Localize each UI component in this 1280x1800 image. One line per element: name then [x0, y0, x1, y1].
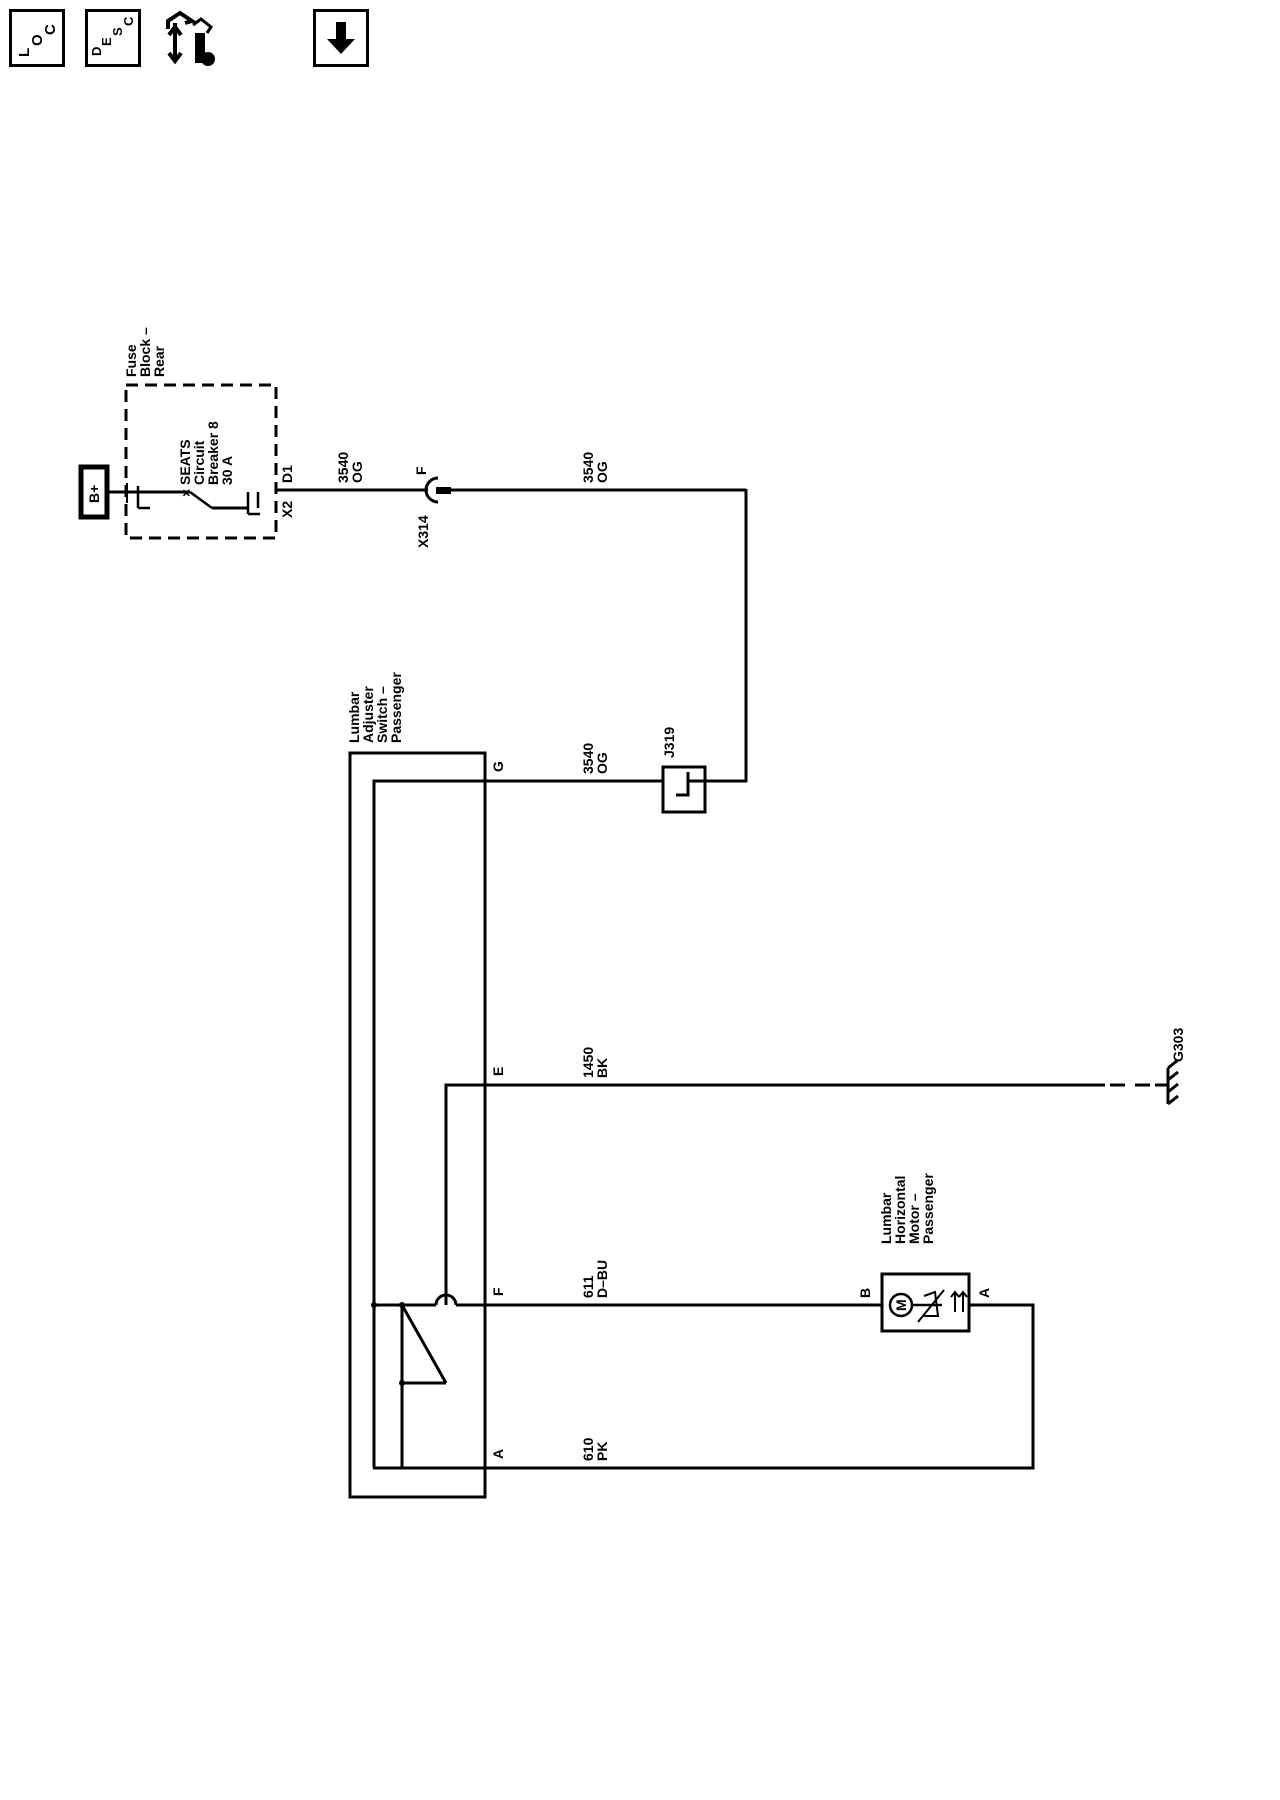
wire-1450-circuit: 1450 [580, 1047, 596, 1078]
fuse-pin-d1: D1 [279, 465, 295, 483]
arrow-down-icon[interactable] [313, 9, 369, 67]
splice-name: J319 [661, 727, 677, 758]
wire-3540-a-circuit: 3540 [335, 452, 351, 483]
wire-3540-a-color: OG [349, 461, 365, 483]
power-label: B+ [86, 485, 102, 503]
breaker-label-3: Breaker 8 [205, 421, 221, 485]
wire-3540-c-circuit: 3540 [580, 743, 596, 774]
wire-1450-color: BK [594, 1058, 610, 1078]
wire-610-color: PK [594, 1442, 610, 1461]
fuse-block: Fuse Block – Rear × SEATS Circuit Breake… [107, 327, 295, 540]
fuse-block-title-1: Fuse [123, 344, 139, 377]
wire-610 [485, 1303, 1035, 1470]
motor-symbol: M [893, 1299, 909, 1311]
breaker-label-2: Circuit [191, 440, 207, 485]
wire-3540-c-color: OG [594, 752, 610, 774]
x314-name: X314 [415, 515, 431, 548]
description-button[interactable]: D E S C [85, 9, 141, 67]
location-button[interactable]: L O C [9, 9, 65, 67]
switch-title-1: Lumbar [346, 691, 362, 743]
svg-text:×: × [178, 489, 194, 497]
switch-title-3: Switch – [374, 686, 390, 743]
fuse-pin-x2: X2 [279, 501, 295, 518]
loc-letter-o: O [29, 34, 46, 46]
motor-pin-a: A [976, 1288, 992, 1298]
wire-3540-b-circuit: 3540 [580, 452, 596, 483]
lumbar-motor: M Lumbar Horizontal Motor – Passenger B … [857, 1173, 992, 1333]
desc-letter-c: C [121, 16, 136, 26]
inline-connector-x314: F X314 [413, 466, 451, 548]
motor-title-2: Horizontal [892, 1176, 908, 1244]
breaker-label-1: SEATS [177, 439, 193, 485]
fuse-block-title-3: Rear [151, 345, 167, 377]
connector-wrench-icon[interactable] [155, 9, 225, 71]
switch-title-2: Adjuster [360, 686, 376, 743]
splice-j319: J319 [661, 727, 707, 814]
motor-title-3: Motor – [906, 1193, 922, 1244]
switch-title-4: Passenger [388, 672, 404, 743]
toolbar: L O C D E S C [0, 0, 1280, 80]
ground-g303: G303 [1155, 1028, 1186, 1106]
x314-pin: F [413, 466, 429, 475]
lumbar-adjuster-switch: Lumbar Adjuster Switch – Passenger G E F… [346, 672, 506, 1499]
switch-pin-e: E [490, 1067, 506, 1076]
loc-letter-c: C [42, 24, 59, 35]
desc-letter-e: E [99, 37, 114, 46]
wire-611-color: D–BU [594, 1260, 610, 1298]
desc-letter-d: D [89, 47, 104, 56]
breaker-label-4: 30 A [219, 456, 235, 485]
switch-pin-f: F [490, 1287, 506, 1296]
switch-pin-a: A [490, 1449, 506, 1459]
motor-title-1: Lumbar [878, 1192, 894, 1244]
wire-3540-b-color: OG [594, 461, 610, 483]
wire-611-circuit: 611 [580, 1275, 596, 1298]
motor-title-4: Passenger [920, 1173, 936, 1244]
loc-letter-l: L [16, 48, 33, 57]
power-source: B+ [78, 464, 110, 520]
motor-pin-b: B [857, 1288, 873, 1298]
wire-610-circuit: 610 [580, 1437, 596, 1461]
desc-letter-s: S [110, 27, 125, 36]
switch-pin-g: G [490, 761, 506, 772]
ground-name: G303 [1170, 1028, 1186, 1062]
fuse-block-title-2: Block – [137, 327, 153, 377]
